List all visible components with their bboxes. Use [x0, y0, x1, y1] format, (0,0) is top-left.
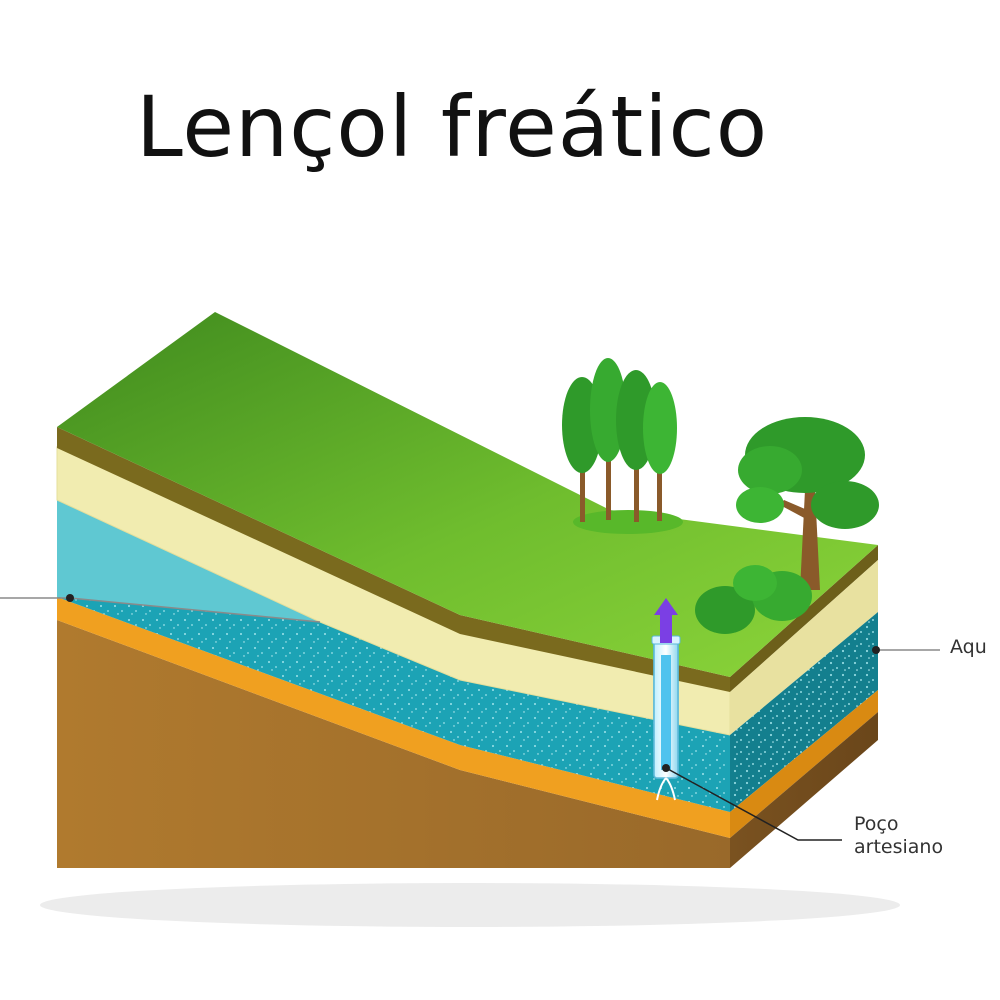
oak-tree-icon [736, 417, 879, 590]
side-bedrock [730, 712, 878, 868]
ground-shadow [40, 883, 900, 927]
artesian-well-label-line1: Poço [854, 813, 899, 835]
page-title: Lençol freático [136, 78, 769, 176]
side-clay [730, 690, 878, 838]
leader-lines [0, 594, 940, 841]
grass-surface [57, 312, 878, 677]
clay-layer [57, 597, 730, 838]
water-table-label: o [0, 585, 26, 608]
artesian-well-icon [651, 635, 681, 801]
sand-layer [57, 447, 730, 735]
bush-icon [695, 565, 812, 634]
aquifer-label: Aqu [950, 636, 987, 658]
side-aquifer [730, 612, 878, 812]
tree-group-icon [562, 358, 683, 534]
bedrock-layer [57, 620, 730, 868]
side-topsoil [730, 545, 878, 692]
artesian-well-label: Poço artesiano [854, 813, 943, 859]
artesian-well-label-line2: artesiano [854, 836, 944, 858]
water-flow-up-arrow-icon [654, 598, 678, 643]
side-sand [730, 560, 878, 735]
